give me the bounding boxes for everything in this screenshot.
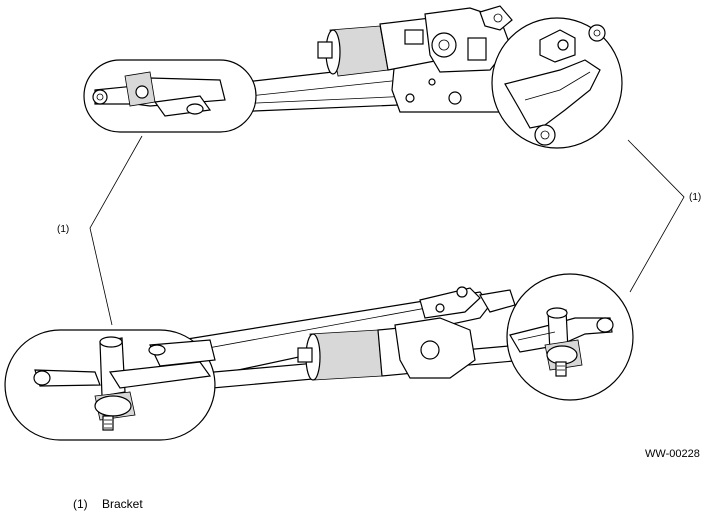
left-callout-line — [89, 135, 143, 326]
figure-code: WW-00228 — [645, 448, 700, 460]
right-bracket-detail-lower — [506, 273, 634, 401]
legend-item-number: (1) — [73, 497, 88, 511]
right-callout-line — [627, 139, 685, 293]
left-bracket-detail-lower — [4, 329, 216, 441]
legend-item-label: Bracket — [102, 497, 143, 511]
right-bracket-detail — [491, 17, 623, 149]
legend-item-bracket: (1) Bracket — [73, 497, 143, 511]
legend: (1) Bracket — [0, 490, 715, 520]
left-bracket-detail — [83, 59, 257, 133]
wiper-linkage-diagram: (1) (1) — [4, 5, 701, 460]
left-callout-label: (1) — [57, 224, 69, 235]
upper-wiper-assembly — [83, 5, 623, 149]
right-callout-label: (1) — [689, 192, 701, 203]
lower-wiper-assembly — [4, 273, 634, 441]
